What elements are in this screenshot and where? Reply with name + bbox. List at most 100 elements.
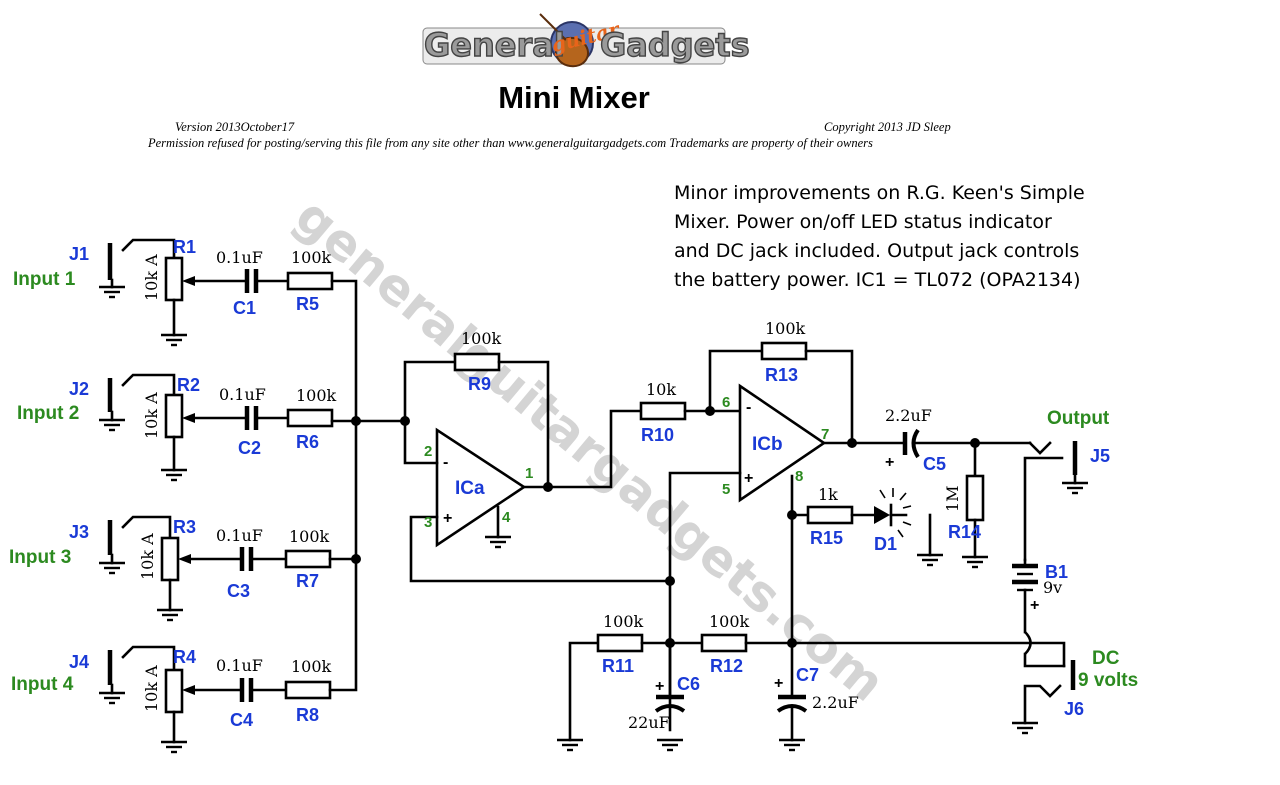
bias-network: R11 100k R12 100k C6 22uF + C7 2.2uF + bbox=[555, 576, 1032, 752]
opamp-icb: ICb 6 5 7 8 - + R10 10k R13 100k bbox=[639, 319, 905, 732]
opamp-ref: ICa bbox=[455, 478, 485, 499]
res-ref: R6 bbox=[296, 432, 319, 452]
page-title: Mini Mixer bbox=[498, 80, 650, 115]
input-channel-3: Input 3 J3 R3 10k A C3 0.1uF R7 100k bbox=[9, 515, 358, 622]
r12-value: 100k bbox=[709, 612, 750, 631]
pin-number: 5 bbox=[722, 481, 730, 498]
input-channel-4: Input 4 J4 R4 10k A C4 0.1uF R8 100k bbox=[11, 419, 358, 754]
pot-value: 10k A bbox=[138, 533, 157, 580]
led-indicator: R15 1k D1 bbox=[787, 485, 945, 567]
input-4-label: Input 4 bbox=[11, 674, 74, 695]
b1-value: 9v bbox=[1043, 578, 1062, 597]
pin-number: 2 bbox=[424, 443, 432, 460]
pot-value: 10k A bbox=[142, 254, 161, 301]
r11-ref: R11 bbox=[602, 656, 634, 676]
pin-number: 8 bbox=[795, 468, 803, 485]
logo-right-text: Gadgets bbox=[600, 26, 750, 64]
junction-dot bbox=[351, 554, 361, 564]
r14-ref: R14 bbox=[948, 522, 981, 542]
res-ref: R8 bbox=[296, 705, 319, 725]
logo-left-text: General bbox=[424, 26, 565, 64]
input-1-label: Input 1 bbox=[13, 269, 76, 290]
res-value: 100k bbox=[296, 386, 337, 405]
note-line: Minor improvements on R.G. Keen's Simple bbox=[674, 182, 1085, 204]
plus-sign: + bbox=[885, 454, 894, 471]
r13-value: 100k bbox=[765, 319, 806, 338]
pot-value: 10k A bbox=[142, 665, 161, 712]
cap-value: 0.1uF bbox=[216, 248, 263, 267]
res-value: 100k bbox=[291, 248, 332, 267]
pot-ref: R4 bbox=[173, 647, 196, 667]
res-ref: R7 bbox=[296, 571, 319, 591]
pin-number: 6 bbox=[722, 394, 730, 411]
plus-sign: + bbox=[443, 510, 452, 527]
r10-value: 10k bbox=[646, 380, 676, 399]
permission-text: Permission refused for posting/serving t… bbox=[147, 136, 873, 150]
note-line: and DC jack included. Output jack contro… bbox=[674, 240, 1079, 262]
light-rays-icon bbox=[879, 488, 912, 538]
output-section: Output J5 C5 2.2uF + R14 1M bbox=[885, 406, 1110, 569]
input-2-label: Input 2 bbox=[17, 403, 79, 424]
dc-label: DC bbox=[1092, 648, 1120, 669]
note-line: Mixer. Power on/off LED status indicator bbox=[674, 211, 1052, 233]
cap-value: 0.1uF bbox=[216, 526, 263, 545]
c6-value: 22uF bbox=[628, 713, 670, 732]
pin-number: 3 bbox=[424, 514, 432, 531]
plus-sign: + bbox=[1030, 597, 1039, 614]
r13-ref: R13 bbox=[765, 365, 798, 385]
cap-value: 0.1uF bbox=[219, 385, 266, 404]
copyright-text: Copyright 2013 JD Sleep bbox=[824, 120, 951, 134]
r9-value: 100k bbox=[461, 329, 502, 348]
minus-sign: - bbox=[443, 454, 448, 471]
c5-ref: C5 bbox=[923, 454, 946, 474]
pin-number: 1 bbox=[525, 465, 533, 482]
r14-value: 1M bbox=[943, 485, 962, 512]
c7-value: 2.2uF bbox=[812, 693, 859, 712]
cap-ref: C4 bbox=[230, 710, 253, 730]
pin-number: 7 bbox=[821, 426, 829, 443]
cap-ref: C2 bbox=[238, 438, 261, 458]
guitar-icon bbox=[539, 13, 589, 68]
logo: General guitar Gadgets bbox=[422, 13, 750, 68]
pot-value: 10k A bbox=[142, 392, 161, 439]
cap-ref: C3 bbox=[227, 581, 250, 601]
jack-ref: J3 bbox=[69, 522, 89, 542]
junction-dot bbox=[543, 482, 553, 492]
r12-ref: R12 bbox=[710, 656, 743, 676]
r11-value: 100k bbox=[603, 612, 644, 631]
input-channel-1: Input 1 J1 R1 10k A C1 0.1uF R5 100k bbox=[13, 237, 358, 424]
input-3-label: Input 3 bbox=[9, 547, 71, 568]
dc-value: 9 volts bbox=[1078, 670, 1138, 691]
note-line: the battery power. IC1 = TL072 (OPA2134) bbox=[674, 269, 1081, 291]
plus-sign: + bbox=[774, 675, 783, 692]
plus-sign: + bbox=[744, 470, 753, 487]
r15-ref: R15 bbox=[810, 528, 843, 548]
input-channel-2: Input 2 J2 R2 10k A C2 0.1uF R6 100k bbox=[17, 373, 407, 482]
c6-ref: C6 bbox=[677, 674, 700, 694]
pot-ref: R2 bbox=[177, 375, 200, 395]
d1-ref: D1 bbox=[874, 534, 897, 554]
cap-value: 0.1uF bbox=[216, 656, 263, 675]
b1-ref: B1 bbox=[1045, 562, 1068, 582]
c5-value: 2.2uF bbox=[885, 406, 932, 425]
junction-dot bbox=[351, 416, 361, 426]
opamp-ica: ICa 2 3 1 4 - + R9 100k bbox=[403, 329, 672, 583]
opamp-ref: ICb bbox=[752, 434, 783, 455]
r15-value: 1k bbox=[818, 485, 838, 504]
res-ref: R5 bbox=[296, 294, 319, 314]
res-value: 100k bbox=[289, 527, 330, 546]
jack-ref: J4 bbox=[69, 652, 89, 672]
version-text: Version 2013October17 bbox=[175, 120, 295, 134]
output-label: Output bbox=[1047, 408, 1110, 429]
jack-ref: J2 bbox=[69, 379, 89, 399]
c7-ref: C7 bbox=[796, 665, 819, 685]
jack-ref: J5 bbox=[1090, 446, 1110, 466]
cap-ref: C1 bbox=[233, 298, 256, 318]
pin-number: 4 bbox=[502, 509, 511, 526]
pot-ref: R1 bbox=[173, 237, 196, 257]
r9-ref: R9 bbox=[468, 374, 491, 394]
pot-ref: R3 bbox=[173, 517, 196, 537]
r10-ref: R10 bbox=[641, 425, 674, 445]
minus-sign: - bbox=[746, 399, 751, 416]
